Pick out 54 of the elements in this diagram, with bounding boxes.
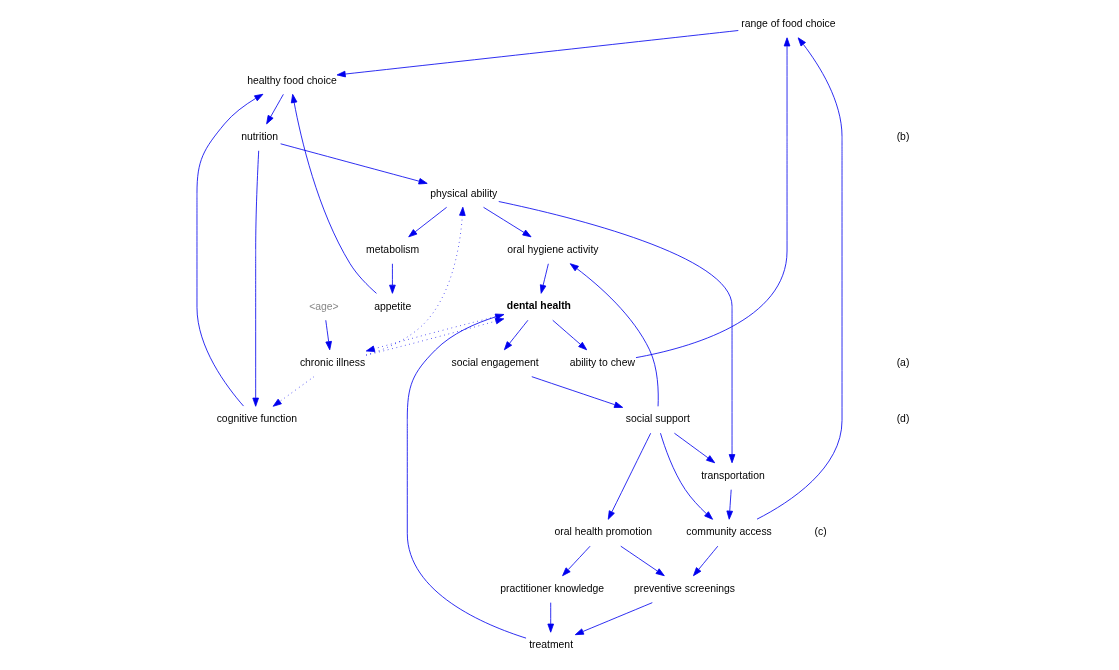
arrow bbox=[756, 37, 842, 520]
node-text: nutrition bbox=[240, 131, 278, 143]
label: (d) bbox=[896, 413, 909, 425]
label: (c) bbox=[814, 526, 827, 538]
arrow bbox=[279, 143, 428, 185]
node-text: dental health bbox=[506, 299, 571, 311]
arrow bbox=[539, 263, 549, 294]
node-text: chronic illness bbox=[299, 356, 365, 368]
arrow bbox=[196, 93, 263, 407]
arrow bbox=[407, 206, 447, 238]
arrow bbox=[530, 376, 623, 408]
node-text: <age> bbox=[308, 300, 339, 312]
arrow bbox=[336, 30, 739, 78]
label: (a) bbox=[896, 356, 909, 368]
arrow bbox=[324, 319, 332, 351]
arrow bbox=[725, 489, 733, 520]
node-text: preventive screenings bbox=[633, 582, 735, 594]
arrow bbox=[692, 545, 718, 577]
arrow bbox=[272, 376, 314, 407]
arrow bbox=[569, 263, 659, 407]
arrow bbox=[551, 319, 587, 351]
arrow bbox=[290, 93, 377, 294]
arrow bbox=[388, 263, 396, 294]
node-text: metabolism bbox=[365, 244, 419, 256]
node-text: transportation bbox=[700, 469, 765, 481]
node-text: practitioner knowledge bbox=[499, 582, 604, 594]
arrow bbox=[265, 93, 284, 125]
arrow bbox=[619, 545, 665, 577]
arrow bbox=[503, 319, 528, 351]
arrow bbox=[659, 432, 713, 520]
arrow bbox=[607, 432, 651, 520]
node-text: oral hygiene activity bbox=[506, 244, 598, 256]
node-text: oral health promotion bbox=[553, 526, 652, 538]
node-text: treatment bbox=[528, 639, 573, 651]
node-text: appetite bbox=[373, 300, 411, 312]
node-text: ability to chew bbox=[569, 356, 635, 368]
arrow bbox=[497, 201, 735, 464]
arrow bbox=[365, 206, 466, 356]
arrow bbox=[251, 150, 259, 407]
arrow bbox=[635, 37, 790, 359]
node-text: community access bbox=[685, 526, 772, 538]
node-text: physical ability bbox=[429, 187, 497, 199]
node-text: healthy food choice bbox=[246, 74, 337, 86]
arrow bbox=[406, 313, 526, 639]
arrow bbox=[574, 602, 653, 636]
node-text: range of food choice bbox=[740, 18, 835, 30]
arrow bbox=[546, 602, 554, 633]
label: (b) bbox=[896, 131, 909, 143]
arrow bbox=[673, 432, 715, 464]
arrow bbox=[561, 545, 590, 577]
node-text: cognitive function bbox=[216, 413, 297, 425]
node-text: social engagement bbox=[451, 356, 539, 368]
arrow bbox=[482, 206, 531, 238]
node-text: social support bbox=[625, 413, 690, 425]
